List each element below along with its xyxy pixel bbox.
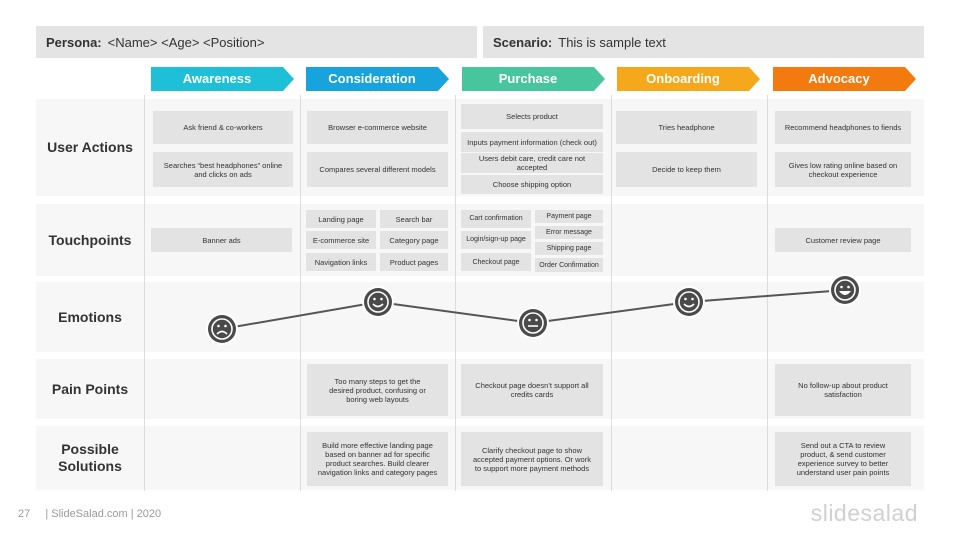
column-divider [455, 95, 456, 491]
persona-value: <Name> <Age> <Position> [107, 34, 265, 50]
action-box: Gives low rating online based on checkou… [775, 152, 911, 187]
persona-label: Persona: [46, 34, 102, 50]
footer-text: | SlideSalad.com | 2020 [45, 508, 162, 520]
touchpoint-box: Payment page [535, 210, 603, 223]
column-divider [300, 95, 301, 491]
action-box: Users debit care, credit care not accept… [461, 153, 603, 173]
action-box: Decide to keep them [616, 152, 757, 187]
row-label-pain-points: Pain Points [51, 380, 129, 397]
touchpoint-box: Landing page [306, 210, 376, 228]
action-box: Recommend headphones to fiends [775, 111, 911, 144]
scenario-bar: Scenario: This is sample text [483, 26, 924, 58]
stage-label: Advocacy [808, 71, 870, 86]
happy-face-icon [831, 276, 859, 304]
touchpoint-box: Cart confirmation [461, 210, 531, 228]
page-number: 27 [18, 508, 31, 520]
stage-consideration: Consideration [306, 67, 449, 91]
action-box: Browser e-commerce website [307, 111, 448, 144]
row-label-possible-solutions: Possible Solutions [58, 441, 122, 474]
smile-face-icon [675, 288, 703, 316]
action-box: Choose shipping option [461, 175, 603, 194]
row-label-user-actions: User Actions [47, 139, 133, 155]
action-box: Searches “best headphones” online and cl… [153, 152, 293, 187]
stage-awareness: Awareness [151, 67, 294, 91]
touchpoint-box: Shipping page [535, 242, 603, 255]
row-emotions-bg [36, 282, 924, 352]
action-box: Selects product [461, 104, 603, 129]
touchpoint-box: Error message [535, 226, 603, 239]
touchpoint-box: Customer review page [775, 228, 911, 252]
touchpoint-box: Product pages [380, 253, 448, 271]
scenario-value: This is sample text [558, 34, 666, 50]
neutral-face-icon [519, 309, 547, 337]
chevron-arrow-icon [617, 67, 760, 91]
solution-box: Build more effective landing page based … [307, 432, 448, 486]
touchpoint-box: Search bar [380, 210, 448, 228]
touchpoint-box: Order Confirmation [535, 258, 603, 272]
action-box: Tries headphone [616, 111, 757, 144]
stage-label: Purchase [498, 71, 558, 86]
touchpoint-box: Login/sign-up page [461, 231, 531, 249]
action-box: Inputs payment information (check out) [461, 132, 603, 152]
persona-bar: Persona: <Name> <Age> <Position> [36, 26, 477, 58]
footer: 27 | SlideSalad.com | 2020 [18, 508, 161, 520]
column-divider [611, 95, 612, 491]
touchpoint-box: Category page [380, 231, 448, 249]
pain-point-box: Too many steps to get the desired produc… [307, 364, 448, 416]
smile-face-icon [364, 288, 392, 316]
stage-label: Onboarding [646, 71, 720, 86]
stage-label: Consideration [328, 71, 416, 86]
chevron-arrow-icon [462, 67, 605, 91]
touchpoint-box: Checkout page [461, 253, 531, 271]
brand-logo: slidesalad [810, 500, 918, 526]
action-box: Compares several different models [307, 152, 448, 187]
chevron-arrow-icon [151, 67, 294, 91]
sad-face-icon [208, 315, 236, 343]
column-divider [144, 95, 145, 491]
pain-point-box: Checkout page doesn’t support all credit… [461, 364, 603, 416]
column-divider [767, 95, 768, 491]
solution-box: Send out a CTA to review product, & send… [775, 432, 911, 486]
pain-point-box: No follow-up about product satisfaction [775, 364, 911, 416]
touchpoint-box: Navigation links [306, 253, 376, 271]
row-label-emotions: Emotions [58, 308, 122, 325]
stage-advocacy: Advocacy [773, 67, 916, 91]
chevron-arrow-icon [773, 67, 916, 91]
solution-box: Clarify checkout page to show accepted p… [461, 432, 603, 486]
stage-label: Awareness [182, 71, 252, 86]
touchpoint-box: Banner ads [151, 228, 292, 252]
scenario-label: Scenario: [493, 34, 553, 50]
stage-purchase: Purchase [462, 67, 605, 91]
chevron-arrow-icon [306, 67, 449, 91]
row-label-touchpoints: Touchpoints [48, 231, 132, 248]
action-box: Ask friend & co-workers [153, 111, 293, 144]
stage-onboarding: Onboarding [617, 67, 760, 91]
touchpoint-box: E-commerce site [306, 231, 376, 249]
